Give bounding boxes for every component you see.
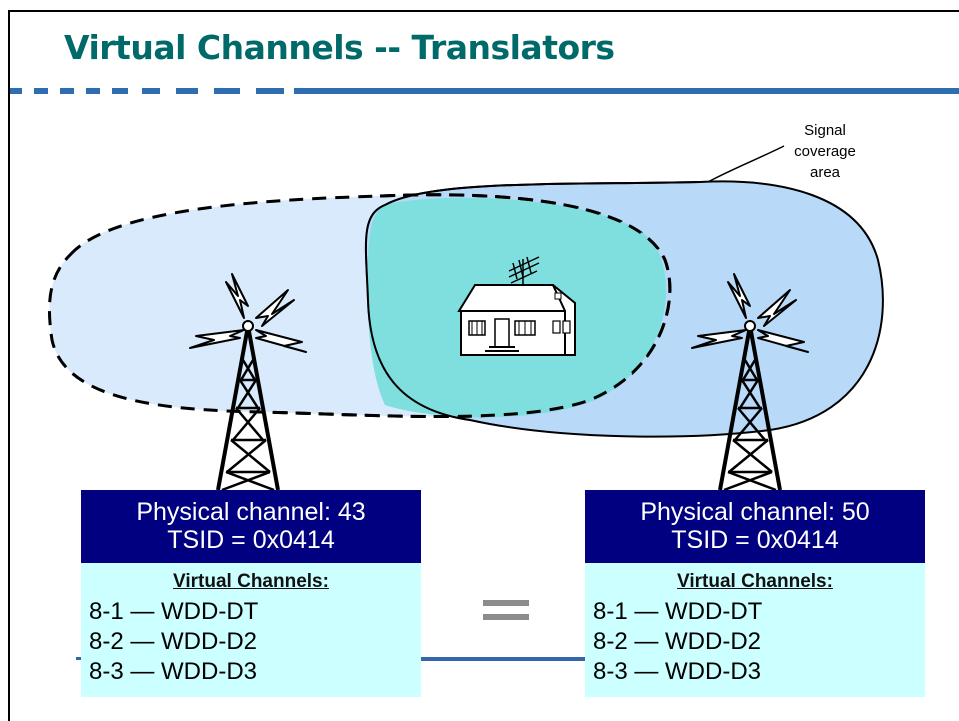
virtual-channel-row: 8-1 — WDD-DT (593, 598, 763, 625)
slide-title: Virtual Channels -- Translators (64, 28, 615, 67)
antenna-icon (508, 256, 540, 285)
signal-coverage-caption: Signal coverage area (770, 120, 880, 183)
physical-channel-label: Physical channel: 50 (640, 498, 870, 526)
virtual-channels-heading: Virtual Channels: (173, 571, 329, 592)
virtual-channels-box: Virtual Channels: 8-1 — WDD-DT 8-2 — WDD… (585, 563, 925, 697)
caption-line: coverage (794, 143, 856, 160)
slide-frame-top (8, 10, 959, 12)
physical-channel-label: Physical channel: 43 (136, 498, 366, 526)
accent-mark (76, 657, 82, 660)
virtual-channels-box: Virtual Channels: 8-1 — WDD-DT 8-2 — WDD… (81, 563, 421, 697)
accent-underline (420, 657, 586, 661)
lightning-icon-right (691, 273, 809, 353)
virtual-channel-row: 8-1 — WDD-DT (89, 598, 259, 625)
tsid-label: TSID = 0x0414 (167, 526, 335, 554)
virtual-channel-row: 8-3 — WDD-D3 (89, 658, 258, 685)
virtual-channel-row: 8-3 — WDD-D3 (593, 658, 762, 685)
tsid-label: TSID = 0x0414 (671, 526, 839, 554)
house-icon (457, 256, 576, 356)
physical-channel-header: Physical channel: 43 TSID = 0x0414 (81, 490, 421, 563)
equals-bar-bottom (483, 614, 529, 620)
caption-leader (707, 145, 785, 183)
station-card-right: Physical channel: 50 TSID = 0x0414 Virtu… (585, 490, 925, 697)
virtual-channels-heading: Virtual Channels: (677, 571, 833, 592)
title-rule (10, 88, 959, 94)
tower-icon-left (216, 320, 280, 492)
tower-icon-right (718, 320, 782, 492)
caption-line: area (809, 164, 841, 181)
equals-bar-top (483, 600, 529, 606)
caption-line: Signal (804, 122, 846, 139)
virtual-channel-row: 8-2 — WDD-D2 (593, 628, 762, 655)
station-card-left: Physical channel: 43 TSID = 0x0414 Virtu… (81, 490, 421, 697)
virtual-channel-row: 8-2 — WDD-D2 (89, 628, 258, 655)
lightning-icon-left (189, 273, 307, 353)
slide-frame-left (8, 10, 10, 721)
physical-channel-header: Physical channel: 50 TSID = 0x0414 (585, 490, 925, 563)
equals-sign (483, 600, 529, 620)
